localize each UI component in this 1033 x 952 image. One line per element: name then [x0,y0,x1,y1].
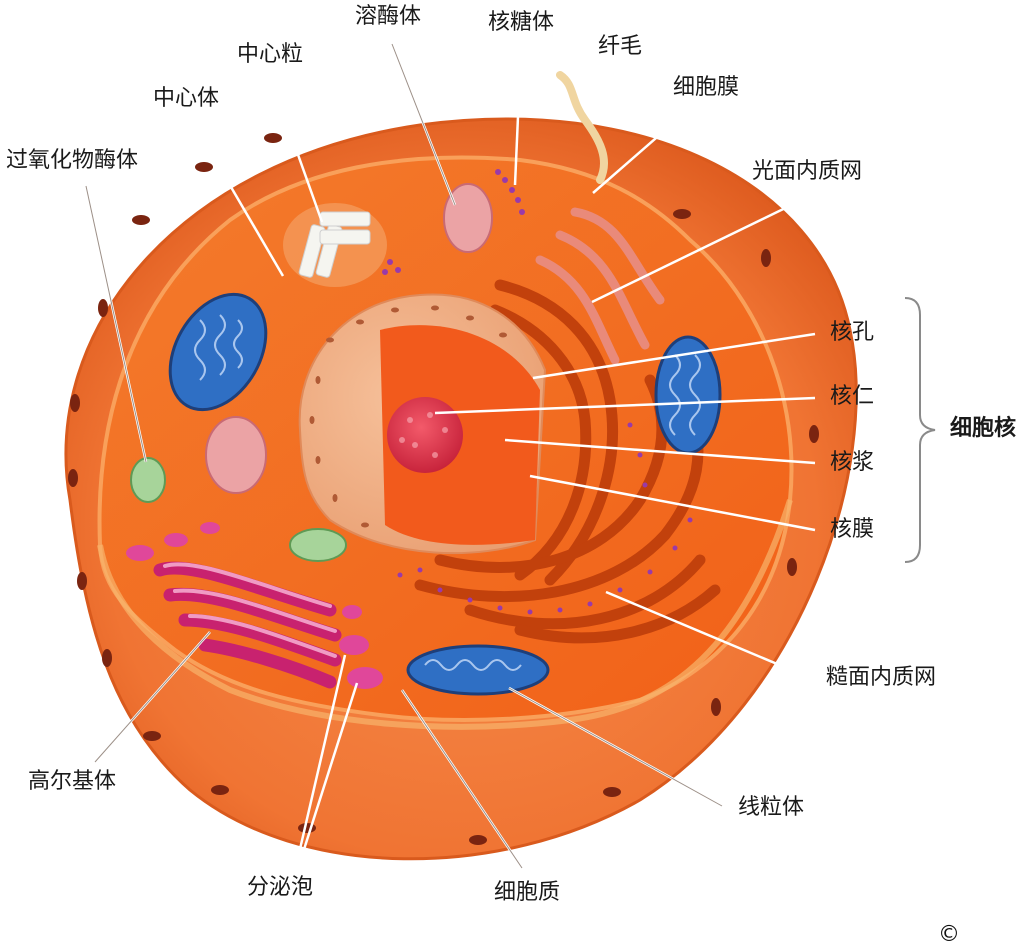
rough-er-ribosomes [382,169,693,615]
mitochondrion-bottom [406,644,550,696]
label-cytoplasm: 细胞质 [494,880,561,905]
centriole [298,211,371,278]
secretory-vesicles [339,605,383,689]
label-cilium: 纤毛 [598,34,643,59]
label-golgi: 高尔基体 [28,769,117,794]
label-smooth-er: 光面内质网 [752,159,863,184]
label-centrosome: 中心体 [153,86,220,111]
label-rough-er: 糙面内质网 [826,665,937,690]
lysosome-left [205,416,267,494]
label-centriole: 中心粒 [237,42,304,67]
nucleus-pores [309,305,507,528]
label-nucleoplasm: 核浆 [830,450,875,475]
golgi-vesicles [126,522,220,561]
label-nuclear-pore: 核孔 [830,320,875,345]
membrane-pores [68,133,819,845]
nucleolus [387,397,463,473]
label-ribosome: 核糖体 [488,10,555,35]
label-nuclear-envelope: 核膜 [830,517,875,542]
leader-lines-dark [85,43,723,869]
peroxisome-2 [289,528,347,562]
cilium [556,71,608,184]
nucleus-bracket [904,297,936,563]
label-cell-membrane: 细胞膜 [673,75,740,100]
smooth-er [535,207,665,365]
label-peroxisome: 过氧化物酶体 [6,148,139,173]
golgi-apparatus [153,561,342,689]
copyright-mark: © [938,922,960,947]
label-nucleus: 细胞核 [950,416,1017,441]
label-lysosome: 溶酶体 [355,4,422,29]
lysosome-top [443,183,493,253]
mitochondrion-upper-left [168,292,268,412]
peroxisome [130,457,166,503]
label-secretory-vesicle: 分泌泡 [247,875,314,900]
label-nucleolus: 核仁 [830,384,875,409]
golgi-highlights [163,562,337,658]
label-mitochondrion: 线粒体 [738,795,805,820]
